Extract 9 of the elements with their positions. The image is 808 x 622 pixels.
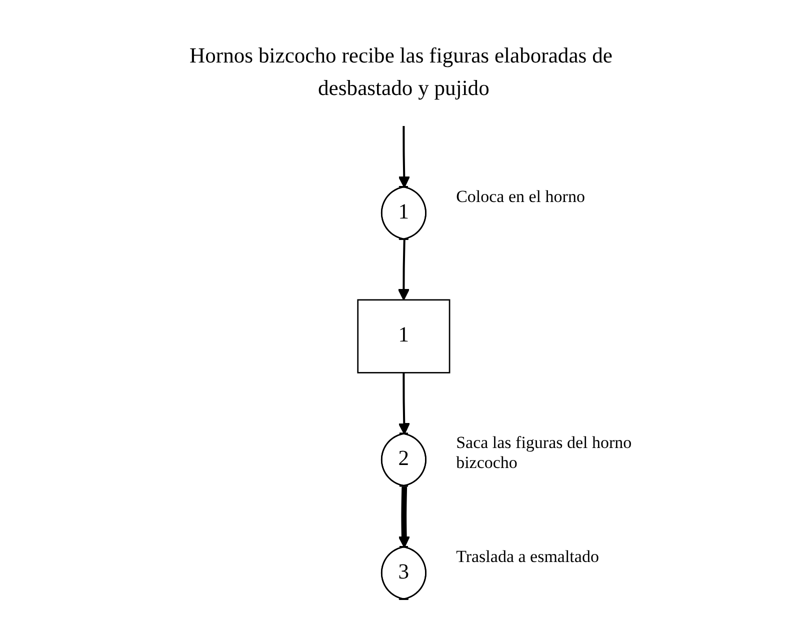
arrow [398, 372, 410, 435]
step-description: Saca las figuras del horno bizcocho [456, 433, 633, 474]
step-description: Coloca en el horno [456, 186, 585, 207]
arrow [398, 240, 410, 300]
node-box [357, 299, 451, 374]
arrow [398, 126, 410, 188]
arrow [398, 486, 410, 548]
node-text: Hornos bizcocho recibe las figuras elaboradas de desbastado y pujido [190, 45, 613, 100]
step-description: Traslada a esmaltado [456, 546, 599, 567]
